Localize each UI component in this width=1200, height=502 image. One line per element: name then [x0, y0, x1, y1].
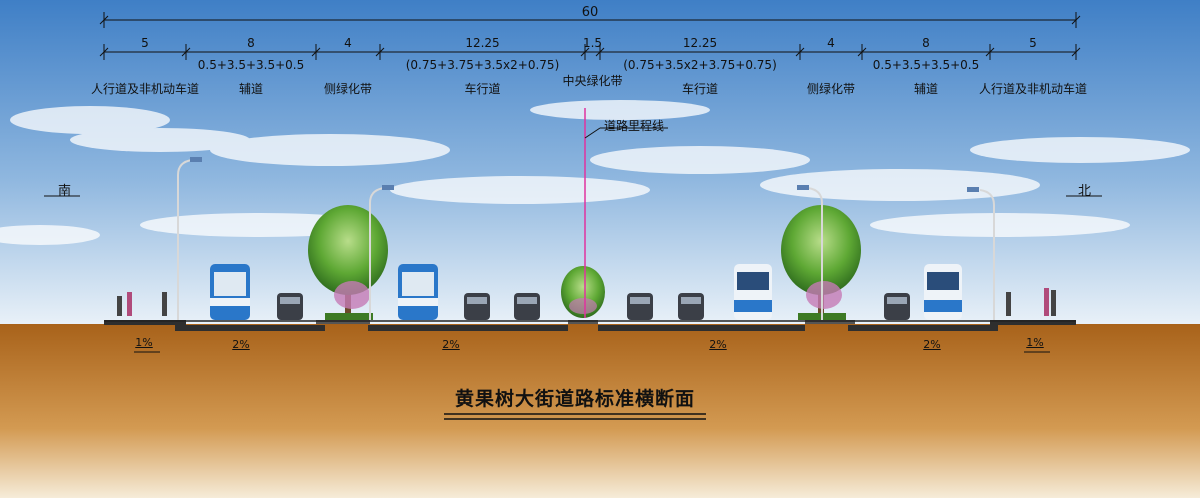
bus-right-aux — [924, 264, 962, 320]
left-belt-tree — [308, 205, 388, 320]
soil — [0, 324, 1200, 498]
segment-breakdown-left-carriageway: (0.75+3.75+3.5x2+0.75) — [405, 58, 560, 72]
segment-dimension-line — [99, 44, 1081, 60]
bus-left-aux — [210, 264, 250, 320]
clouds — [0, 100, 1190, 245]
segment-width-right-aux-road: 8 — [922, 36, 930, 50]
segment-width-median: 1.5 — [582, 36, 603, 50]
slope-left-carriageway: 2% — [442, 338, 460, 351]
overall-width: 60 — [581, 5, 599, 20]
segment-label-left-carriageway: 车行道 — [464, 82, 501, 96]
slope-right-carriageway: 2% — [709, 338, 727, 351]
segment-breakdown-right-aux-road: 0.5+3.5+3.5+0.5 — [872, 58, 980, 72]
diagram-title: 黄果树大街道路标准横断面 — [454, 388, 696, 410]
segment-breakdown-left-aux-road: 0.5+3.5+3.5+0.5 — [197, 58, 305, 72]
segment-width-left-green-belt: 4 — [344, 36, 352, 50]
pedestrians — [117, 288, 1056, 316]
segment-label-left-sidewalk: 人行道及非机动车道 — [90, 82, 200, 96]
segment-label-left-green-belt: 侧绿化带 — [323, 82, 373, 96]
pavement-layers — [104, 320, 1076, 331]
segment-label-right-carriageway: 车行道 — [681, 82, 719, 96]
title-underline — [444, 413, 706, 420]
segment-label-left-aux-road: 辅道 — [238, 82, 264, 96]
street-lamps — [177, 159, 995, 320]
segment-width-left-sidewalk: 5 — [141, 36, 149, 50]
segment-width-left-carriageway: 12.25 — [465, 36, 500, 50]
segment-label-right-sidewalk: 人行道及非机动车道 — [978, 82, 1088, 96]
slope-right-sidewalk: 1% — [1026, 336, 1044, 349]
direction-north: 北 — [1078, 184, 1092, 199]
segment-label-right-green-belt: 侧绿化带 — [806, 82, 856, 96]
segment-width-right-sidewalk: 5 — [1029, 36, 1037, 50]
segment-width-left-aux-road: 8 — [247, 36, 255, 50]
segment-breakdown-right-carriageway: (0.75+3.5x2+3.75+0.75) — [623, 58, 777, 72]
segment-label-right-aux-road: 辅道 — [913, 82, 939, 96]
bus-left-main — [398, 264, 438, 320]
centerline-label: 道路里程线 — [604, 119, 665, 133]
direction-south: 南 — [58, 184, 72, 199]
segment-label-median: 中央绿化带 — [562, 74, 623, 88]
segment-width-right-green-belt: 4 — [827, 36, 835, 50]
bus-right-main — [734, 264, 772, 320]
slope-left-aux: 2% — [232, 338, 250, 351]
segment-width-right-carriageway: 12.25 — [682, 36, 718, 50]
slope-left-sidewalk: 1% — [135, 336, 153, 349]
median-shrub — [561, 266, 605, 318]
slope-right-aux: 2% — [923, 338, 941, 351]
